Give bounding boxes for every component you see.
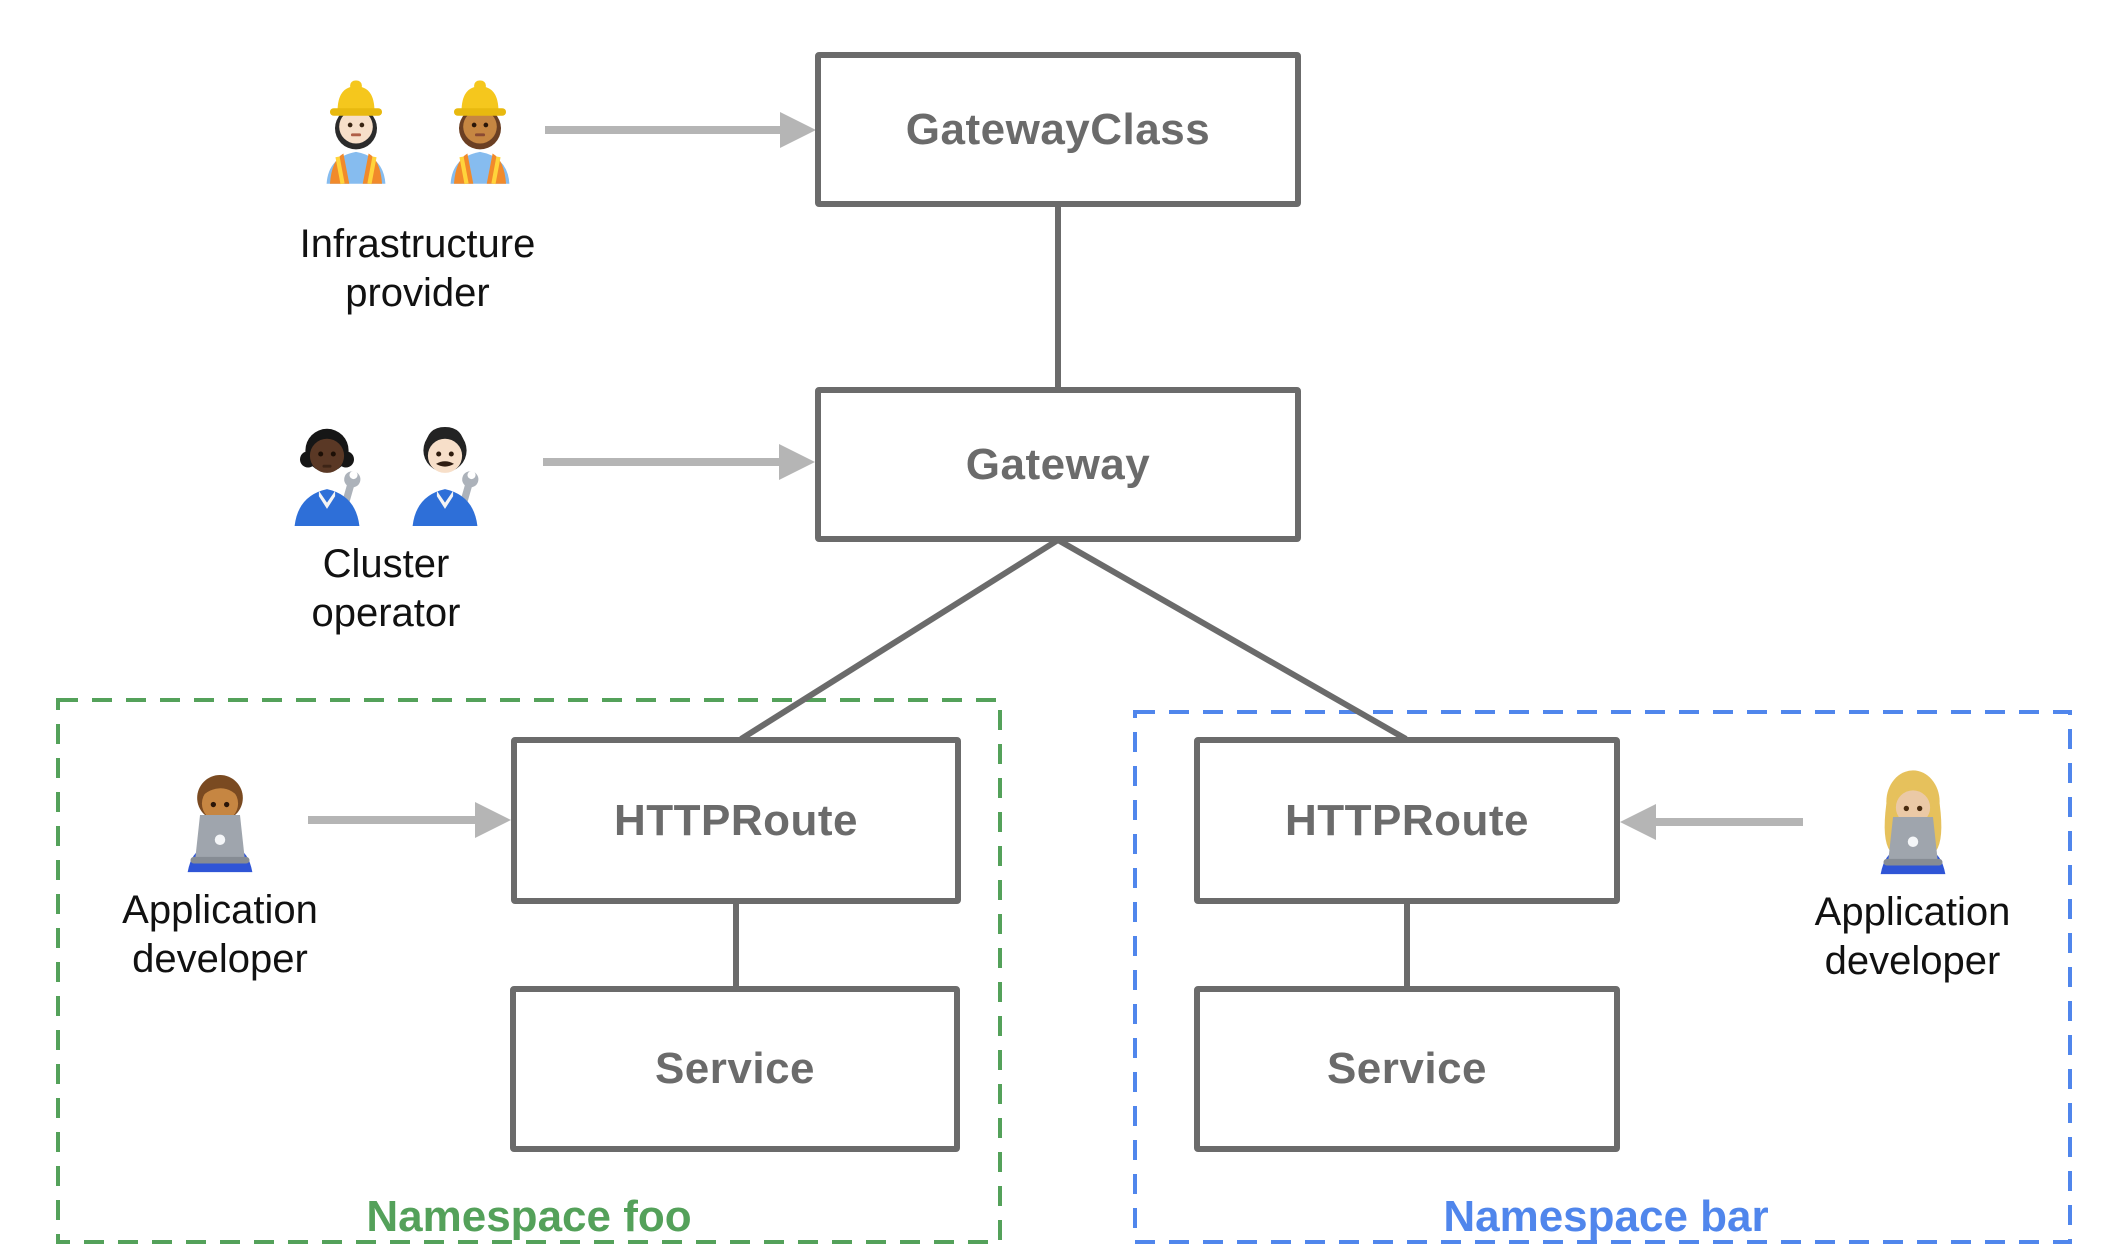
woman-construction-worker-light-icon [326, 80, 385, 185]
application-developer-foo-label-line1: Application [122, 888, 318, 932]
arrow-application-developer-to-httproute-foo [308, 802, 511, 838]
httproute-foo-node: HTTPRoute [511, 737, 961, 904]
infrastructure-provider-label-line1: Infrastructure [299, 222, 536, 266]
connector-gateway-httproute-foo [739, 537, 1060, 742]
arrow-cluster-operator-to-gateway [543, 444, 815, 480]
infrastructure-provider-persona: Infrastructure provider [250, 62, 585, 318]
cluster-operator-label-line1: Cluster [322, 542, 450, 586]
arrow-infrastructure-provider-to-gatewayclass [545, 112, 816, 148]
application-developer-bar-label-line2: developer [1824, 939, 2001, 983]
person-mechanic-dark-icon [294, 428, 361, 526]
service-foo-node: Service [510, 986, 960, 1152]
application-developer-foo-icons [100, 756, 340, 874]
httproute-bar-node: HTTPRoute [1194, 737, 1620, 904]
woman-construction-worker-medium-icon [450, 80, 509, 185]
man-technologist-icon [187, 775, 253, 873]
arrow-application-developer-to-httproute-bar [1620, 804, 1803, 840]
namespace-foo-boundary [56, 698, 1002, 1244]
cluster-operator-persona: Cluster operator [226, 400, 546, 638]
namespace-bar-boundary [1133, 710, 2072, 1244]
application-developer-bar-icons [1790, 758, 2035, 876]
application-developer-foo-persona: Application developer [100, 756, 340, 984]
application-developer-foo-label-line2: developer [132, 937, 308, 981]
infrastructure-provider-icons [250, 62, 585, 188]
application-developer-bar-persona: Application developer [1790, 758, 2035, 986]
application-developer-foo-label: Application developer [100, 886, 340, 984]
application-developer-bar-label: Application developer [1790, 888, 2035, 986]
woman-technologist-icon [1880, 770, 1945, 875]
namespace-bar-label: Namespace bar [1443, 1192, 1769, 1241]
connector-gateway-httproute-bar [1056, 537, 1408, 742]
infrastructure-provider-label-line2: provider [345, 271, 490, 315]
gatewayclass-node: GatewayClass [815, 52, 1301, 207]
cluster-operator-icons [226, 400, 546, 526]
man-mechanic-light-icon [412, 427, 479, 526]
infrastructure-provider-label: Infrastructure provider [250, 220, 585, 318]
application-developer-bar-label-line1: Application [1814, 890, 2011, 934]
cluster-operator-label: Cluster operator [226, 540, 546, 638]
namespace-foo-label: Namespace foo [366, 1192, 692, 1241]
cluster-operator-label-line2: operator [311, 591, 461, 635]
service-bar-node: Service [1194, 986, 1620, 1152]
gateway-node: Gateway [815, 387, 1301, 542]
